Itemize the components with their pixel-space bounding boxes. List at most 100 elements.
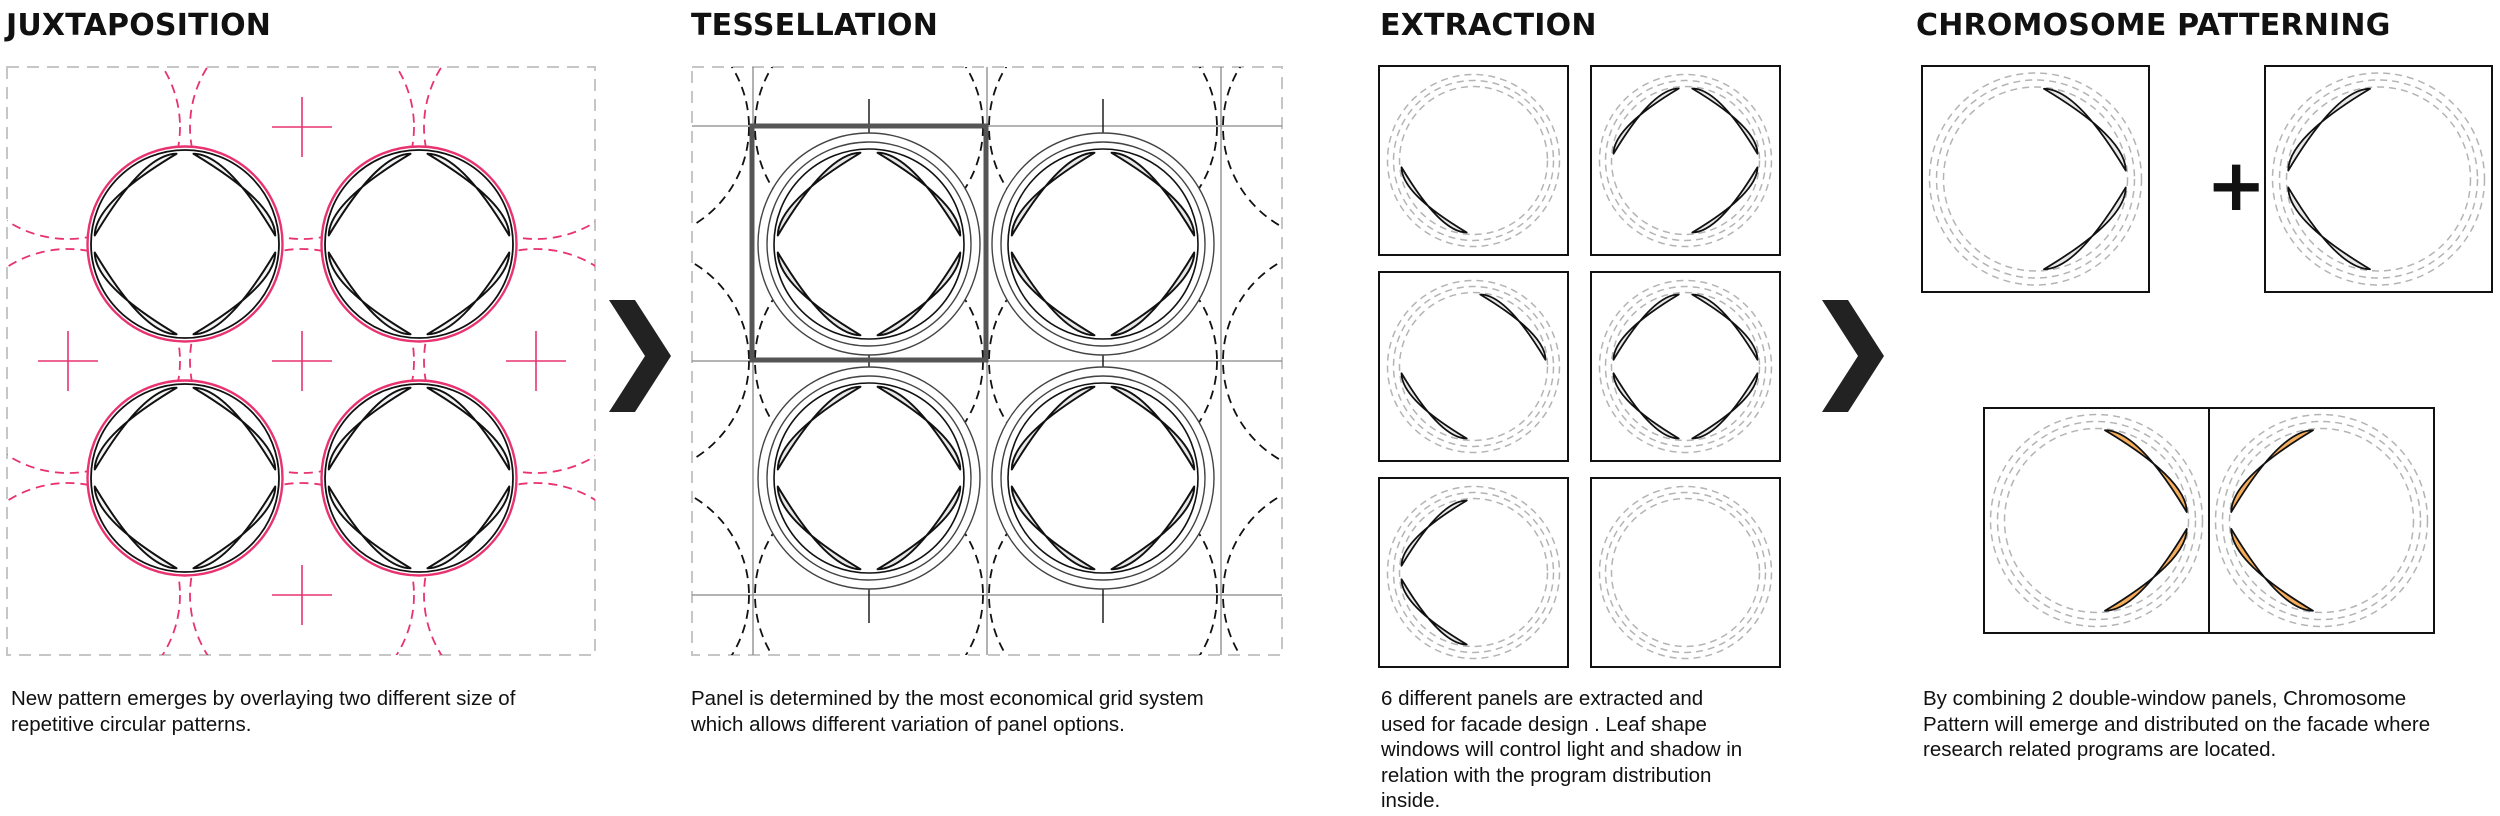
leaf-window — [2043, 87, 2127, 172]
panel-unit — [757, 132, 981, 356]
description-line: repetitive circular patterns. — [11, 712, 252, 736]
dashed-ring — [1604, 491, 1767, 654]
leaf-window — [426, 152, 511, 237]
tessellation-title: TESSELLATION — [691, 8, 939, 43]
combined-panel-left — [1983, 407, 2210, 634]
overlay-circle — [988, 67, 1218, 242]
selected-panel-frame — [749, 123, 989, 363]
overlay-circle — [692, 261, 750, 461]
leaf-window — [2287, 186, 2371, 271]
dashed-ring — [2003, 427, 2190, 614]
leaf-window — [876, 485, 962, 571]
dashed-ring — [1942, 86, 2129, 272]
dashed-ring — [1610, 85, 1761, 236]
chromosome-description: By combining 2 double-window panels, Chr… — [1923, 686, 2430, 763]
overlay-circle — [754, 480, 984, 655]
leaf-window — [192, 485, 277, 570]
leaf-window — [1691, 87, 1759, 155]
dashed-ring — [1996, 420, 2197, 621]
leaf-window — [1691, 293, 1759, 361]
dashed-ring — [1398, 497, 1549, 648]
leaf-window — [776, 151, 862, 237]
dashed-ring — [1386, 73, 1561, 248]
juxtaposition-description: New pattern emerges by overlaying two di… — [11, 686, 515, 737]
inner-ring — [773, 148, 965, 340]
overlay-circle — [7, 482, 181, 655]
description-line: 6 different panels are extracted and — [1381, 687, 1704, 710]
description-line: used for facade design . Leaf shape — [1381, 712, 1707, 736]
outer-ring — [991, 366, 1215, 590]
leaf-window — [1612, 293, 1680, 361]
dashed-frame — [6, 66, 596, 656]
leaf-window — [1010, 485, 1096, 571]
extraction-panels — [1378, 65, 1781, 668]
juxtaposition-diagram — [6, 66, 596, 656]
combined-panel-right — [2208, 407, 2435, 634]
leaf-window — [1400, 166, 1468, 234]
extracted-panel — [1590, 65, 1781, 256]
panel-unit — [991, 132, 1215, 356]
description-line: which allows different variation of pane… — [691, 712, 1125, 736]
description-line: research related programs are located. — [1923, 738, 2277, 761]
dashed-ring — [1935, 79, 2136, 279]
leaf-window — [2104, 528, 2188, 612]
leaf-window — [1010, 151, 1096, 237]
extraction-description: 6 different panels are extracted and use… — [1381, 686, 1742, 814]
panel-frame — [1590, 271, 1781, 462]
panel-frame — [1590, 477, 1781, 668]
overlay-circle — [189, 248, 415, 474]
dashed-ring — [1392, 491, 1555, 654]
chevron-right-icon — [1822, 300, 1884, 412]
inner-ring — [1007, 382, 1199, 574]
leaf-window — [2104, 429, 2188, 513]
leaf-window — [327, 152, 412, 237]
chromosome-diagram — [1921, 65, 2493, 634]
leaf-window — [1400, 578, 1468, 646]
overlay-circle — [423, 67, 595, 240]
leaf-window — [426, 251, 511, 336]
overlay-circle — [189, 482, 415, 655]
leaf-window — [776, 385, 862, 471]
dashed-ring — [1610, 497, 1761, 648]
extracted-panel — [1590, 477, 1781, 668]
overlay-circle — [988, 480, 1218, 655]
leaf-window — [192, 386, 277, 471]
overlay-circle — [7, 67, 181, 240]
panel-unit — [757, 366, 981, 590]
overlay-circle — [189, 67, 415, 240]
leaf-window — [1010, 251, 1096, 337]
description-line: windows will control light and shadow in — [1381, 738, 1743, 761]
middle-ring — [766, 141, 972, 347]
dashed-ring — [1604, 79, 1767, 242]
tessellation-diagram — [691, 66, 1283, 656]
leaf-window — [327, 251, 412, 336]
juxtaposition-title: JUXTAPOSITION — [6, 8, 272, 43]
dashed-ring — [1598, 485, 1773, 660]
leaf-window — [1691, 372, 1759, 440]
outer-ring — [991, 132, 1215, 356]
overlay-circle — [423, 248, 595, 474]
dashed-ring — [1598, 73, 1773, 248]
outer-ring — [757, 366, 981, 590]
chromosome-panel-right — [1921, 65, 2150, 293]
extracted-panel — [1378, 65, 1569, 256]
description-line: relation with the program distribution — [1381, 763, 1712, 787]
leaf-window — [1691, 166, 1759, 234]
chevron-right-icon — [609, 300, 671, 412]
dashed-ring — [1392, 285, 1555, 448]
dashed-ring — [1386, 279, 1561, 454]
leaf-window — [2043, 186, 2127, 271]
plus-icon: + — [2206, 143, 2266, 227]
overlay-circle — [692, 495, 750, 655]
outer-ring — [320, 379, 518, 577]
extraction-title: EXTRACTION — [1380, 8, 1597, 43]
description-line: New pattern emerges by overlaying two di… — [11, 687, 516, 710]
leaf-window — [93, 251, 178, 336]
dashed-ring — [1598, 279, 1773, 454]
panel-frame — [1983, 407, 2210, 634]
outer-ring — [86, 145, 284, 343]
leaf-window — [876, 251, 962, 337]
leaf-window — [93, 386, 178, 471]
outer-ring — [320, 145, 518, 343]
leaf-window — [1400, 372, 1468, 440]
